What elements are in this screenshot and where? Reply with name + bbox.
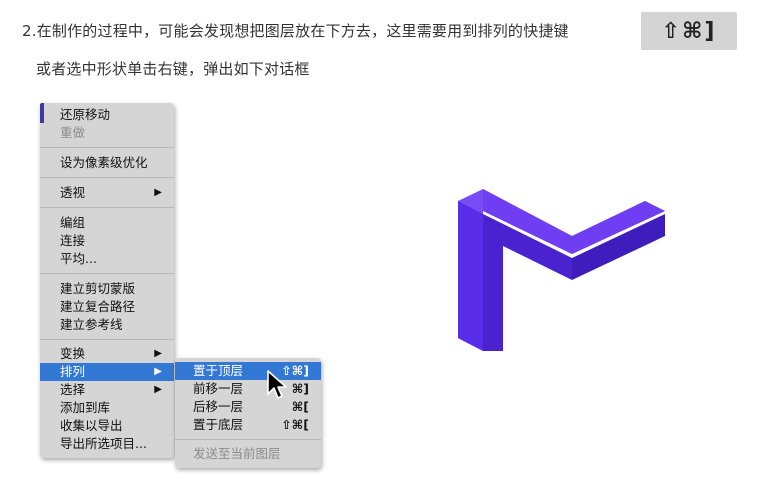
menu-item-label: 置于底层: [193, 417, 244, 432]
submenu-item-bring-to-front[interactable]: 置于顶层 ⇧⌘]: [175, 362, 321, 380]
mouse-pointer-icon: [267, 370, 287, 399]
menu-item-guides[interactable]: 建立参考线: [40, 316, 174, 334]
menu-item-transform[interactable]: 变换 ▶: [40, 345, 174, 363]
menu-item-label: 建立剪切蒙版: [60, 281, 136, 296]
menu-item-undo-move[interactable]: 还原移动: [40, 106, 174, 124]
menu-item-compound-path[interactable]: 建立复合路径: [40, 298, 174, 316]
menu-item-label: 前移一层: [193, 381, 244, 396]
instruction-line-2: 或者选中形状单击右键，弹出如下对话框: [36, 60, 310, 78]
menu-separator: [40, 147, 174, 148]
menu-item-label: 变换: [60, 346, 86, 361]
menu-item-label: 透视: [60, 185, 86, 200]
menu-item-add-to-library[interactable]: 添加到库: [40, 399, 174, 417]
menu-item-perspective[interactable]: 透视 ▶: [40, 184, 174, 202]
shortcut-key-badge: ⇧⌘]: [641, 12, 737, 50]
submenu-arrow-icon: ▶: [154, 348, 162, 359]
shortcut-label: ⇧⌘[: [281, 417, 309, 432]
arrange-submenu: 置于顶层 ⇧⌘] 前移一层 ⌘] 后移一层 ⌘[ 置于底层 ⇧⌘[ 发送至当前图…: [175, 358, 321, 468]
submenu-item-bring-forward[interactable]: 前移一层 ⌘]: [175, 380, 321, 398]
submenu-item-send-backward[interactable]: 后移一层 ⌘[: [175, 398, 321, 416]
submenu-arrow-icon: ▶: [154, 187, 162, 198]
menu-item-label: 连接: [60, 233, 86, 248]
menu-item-clipping-mask[interactable]: 建立剪切蒙版: [40, 280, 174, 298]
menu-item-label: 发送至当前图层: [193, 446, 281, 461]
menu-item-label: 置于顶层: [193, 363, 244, 378]
menu-item-label: 选择: [60, 382, 86, 397]
menu-left-accent: [40, 103, 44, 123]
logo-front-face: [458, 201, 483, 351]
logo-top-highlight: [483, 189, 665, 254]
submenu-item-send-to-current-layer: 发送至当前图层: [175, 445, 321, 463]
menu-item-redo: 重做: [40, 124, 174, 142]
menu-item-label: 后移一层: [193, 399, 244, 414]
menu-item-label: 还原移动: [60, 107, 111, 122]
menu-item-label: 收集以导出: [60, 418, 123, 433]
menu-item-pixel-optimize[interactable]: 设为像素级优化: [40, 154, 174, 172]
isometric-logo-icon: [458, 189, 665, 351]
menu-item-collect-for-export[interactable]: 收集以导出: [40, 417, 174, 435]
menu-item-label: 编组: [60, 215, 86, 230]
context-menu: 还原移动 重做 设为像素级优化 透视 ▶ 编组 连接 平均... 建立剪切蒙版 …: [40, 103, 174, 458]
menu-item-join[interactable]: 连接: [40, 232, 174, 250]
instruction-line-1: 2.在制作的过程中，可能会发现想把图层放在下方去，这里需要用到排列的快捷键: [22, 22, 569, 40]
shortcut-label: ⌘[: [291, 399, 309, 414]
submenu-arrow-icon: ▶: [154, 366, 162, 377]
menu-item-group[interactable]: 编组: [40, 214, 174, 232]
menu-item-export-selection[interactable]: 导出所选项目...: [40, 435, 174, 453]
menu-separator: [175, 439, 321, 440]
menu-item-label: 添加到库: [60, 400, 111, 415]
menu-item-select[interactable]: 选择 ▶: [40, 381, 174, 399]
menu-item-average[interactable]: 平均...: [40, 250, 174, 268]
menu-item-label: 建立参考线: [60, 317, 123, 332]
menu-item-label: 排列: [60, 364, 86, 379]
menu-item-arrange[interactable]: 排列 ▶: [40, 363, 174, 381]
menu-item-label: 平均...: [60, 251, 97, 266]
submenu-item-send-to-back[interactable]: 置于底层 ⇧⌘[: [175, 416, 321, 434]
logo-side-face: [483, 214, 572, 351]
shortcut-label: ⌘]: [291, 381, 309, 396]
menu-separator: [40, 177, 174, 178]
menu-separator: [40, 273, 174, 274]
menu-item-label: 重做: [60, 125, 86, 140]
menu-separator: [40, 339, 174, 340]
shortcut-label: ⇧⌘]: [281, 363, 309, 378]
menu-item-label: 导出所选项目...: [60, 436, 147, 451]
submenu-arrow-icon: ▶: [154, 384, 162, 395]
menu-separator: [40, 207, 174, 208]
menu-item-label: 设为像素级优化: [60, 155, 148, 170]
logo-right-face: [572, 214, 665, 280]
menu-item-label: 建立复合路径: [60, 299, 136, 314]
